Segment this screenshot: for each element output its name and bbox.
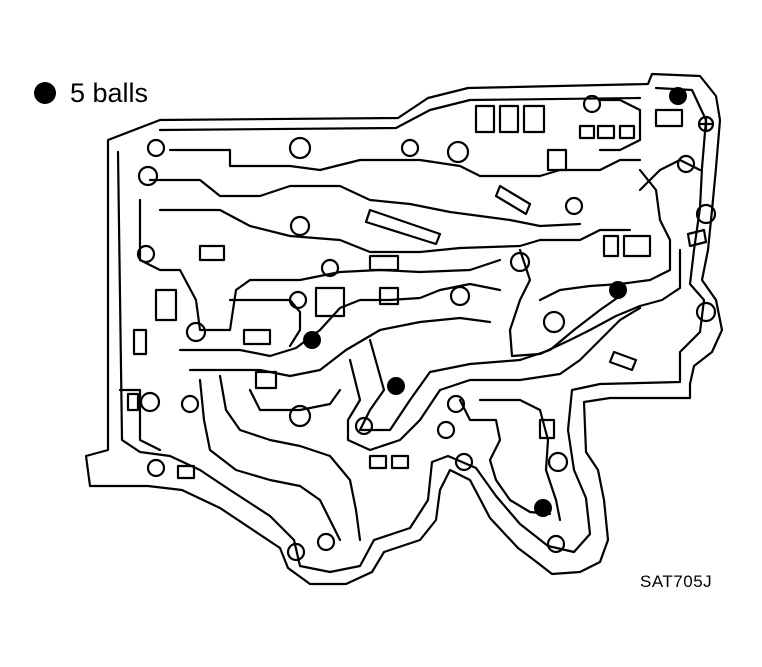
figure-code: SAT705J bbox=[640, 572, 713, 591]
hole bbox=[180, 394, 200, 414]
channel-r bbox=[638, 158, 702, 192]
rect-opening-5 bbox=[596, 124, 616, 140]
plate-outline bbox=[84, 72, 724, 586]
hole bbox=[446, 394, 466, 414]
rect-opening-21 bbox=[390, 454, 410, 470]
rect-opening-3 bbox=[522, 104, 546, 134]
check-ball-3 bbox=[303, 331, 321, 349]
hole bbox=[547, 451, 569, 473]
channel-o bbox=[248, 388, 342, 412]
rect-opening-12 bbox=[314, 286, 346, 318]
channel-j bbox=[358, 294, 622, 432]
hole bbox=[137, 165, 159, 187]
channel-b bbox=[148, 178, 582, 228]
rect-opening-20 bbox=[368, 454, 388, 470]
hole bbox=[288, 404, 312, 428]
hole bbox=[146, 458, 166, 478]
channel-k bbox=[508, 248, 682, 358]
check-ball-4 bbox=[387, 377, 405, 395]
channel-d bbox=[158, 208, 632, 254]
hole bbox=[695, 203, 717, 225]
hole bbox=[695, 301, 717, 323]
hole bbox=[286, 542, 306, 562]
channel-top bbox=[158, 96, 642, 132]
hole bbox=[446, 140, 470, 164]
rect-opening-1 bbox=[474, 104, 496, 134]
hole bbox=[400, 138, 420, 158]
channel-g bbox=[198, 378, 342, 542]
hole bbox=[676, 154, 696, 174]
hole bbox=[582, 94, 602, 114]
hole bbox=[136, 244, 156, 264]
rect-opening-13 bbox=[378, 286, 400, 306]
rect-opening-10 bbox=[622, 234, 652, 258]
rect-opening-4 bbox=[578, 124, 596, 140]
rect-opening-7 bbox=[654, 108, 684, 128]
channel-m bbox=[458, 398, 552, 516]
oblong-slot-2 bbox=[494, 184, 532, 216]
hole bbox=[320, 258, 340, 278]
hole bbox=[454, 452, 474, 472]
hole bbox=[354, 416, 374, 436]
channel-c bbox=[138, 198, 502, 332]
hole bbox=[185, 321, 207, 343]
oblong-slot-1 bbox=[364, 208, 442, 246]
rect-opening-22 bbox=[538, 418, 556, 440]
channel-e bbox=[178, 282, 502, 358]
check-ball-2 bbox=[609, 281, 627, 299]
hole bbox=[509, 251, 531, 273]
legend: 5 balls bbox=[34, 78, 148, 108]
rect-opening-23 bbox=[132, 328, 148, 356]
channel-i bbox=[346, 306, 642, 452]
channel-a bbox=[168, 148, 642, 178]
channel-h bbox=[218, 374, 362, 542]
channel-p bbox=[228, 298, 302, 348]
rect-opening-18 bbox=[126, 392, 140, 412]
check-ball-1 bbox=[669, 87, 687, 105]
rect-opening-19 bbox=[176, 464, 196, 480]
hole bbox=[449, 285, 471, 307]
hole bbox=[564, 196, 584, 216]
rect-opening-11 bbox=[198, 244, 226, 262]
hole bbox=[436, 420, 456, 440]
rect-opening-8 bbox=[546, 148, 568, 172]
hole bbox=[288, 290, 308, 310]
hole bbox=[546, 534, 566, 554]
rect-opening-16 bbox=[368, 254, 400, 272]
oblong-slot-3 bbox=[608, 350, 638, 372]
channel-s bbox=[598, 98, 642, 152]
hole bbox=[139, 391, 161, 413]
rect-opening-14 bbox=[242, 328, 272, 346]
channel-outer-left bbox=[116, 86, 708, 574]
ball-marker-icon bbox=[34, 82, 56, 104]
hole bbox=[146, 138, 166, 158]
hole bbox=[542, 310, 566, 334]
legend-label: 5 balls bbox=[70, 78, 149, 108]
channel-f bbox=[188, 316, 492, 378]
rect-opening-15 bbox=[254, 370, 278, 390]
rect-opening-9 bbox=[602, 234, 620, 258]
rect-opening-17 bbox=[154, 288, 178, 322]
hole bbox=[316, 532, 336, 552]
channel-n bbox=[478, 398, 562, 522]
rect-opening-2 bbox=[498, 104, 520, 134]
rect-opening-6 bbox=[618, 124, 636, 140]
check-ball-5 bbox=[534, 499, 552, 517]
hole bbox=[289, 215, 311, 237]
oblong-slot-4 bbox=[686, 228, 708, 248]
hole bbox=[288, 136, 312, 160]
channel-l bbox=[538, 168, 672, 302]
channel-q bbox=[118, 388, 162, 452]
